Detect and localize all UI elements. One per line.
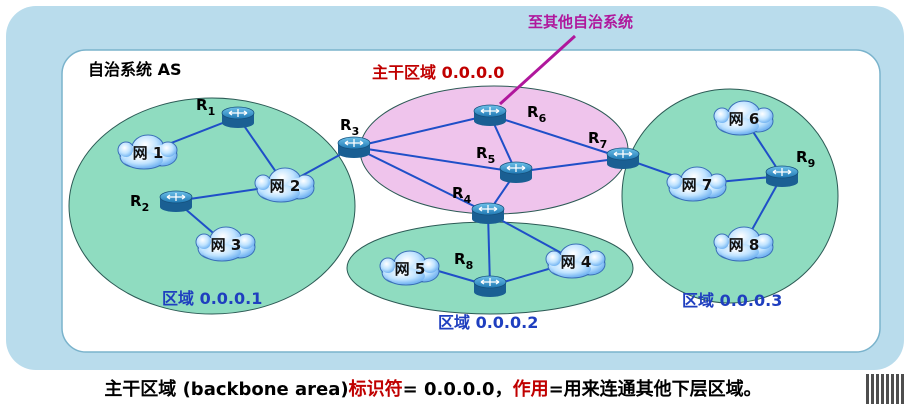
router-r4: R4 [452, 184, 505, 224]
router-label-r7: R7 [588, 129, 607, 151]
router-r5: R5 [476, 144, 533, 183]
router-arrows-icon [613, 150, 633, 158]
as-label: 自治系统 AS [88, 60, 181, 79]
router-r7: R7 [588, 129, 640, 169]
network-cloud-n1: 网 1 [117, 134, 178, 170]
network-label-n7: 网 7 [682, 176, 713, 194]
router-arrows-icon [772, 168, 792, 176]
caption-part3: = 0.0.0.0， [402, 379, 513, 400]
router-label-r1: R1 [196, 96, 215, 118]
network-label-n1: 网 1 [133, 144, 164, 162]
router-arrows-icon [506, 164, 526, 172]
router-arrows-icon [480, 107, 500, 115]
area-0-0-0-3 [621, 88, 839, 304]
network-cloud-n4: 网 4 [545, 243, 606, 279]
area3-label: 区域 0.0.0.3 [682, 291, 782, 310]
router-arrows-icon [478, 205, 498, 213]
router-r8: R8 [454, 250, 507, 297]
router-label-r6: R6 [527, 103, 547, 125]
router-r6: R6 [473, 103, 547, 126]
caption: 主干区域 (backbone area) 标识符 = 0.0.0.0， 作用 =… [0, 372, 866, 404]
router-arrows-icon [344, 139, 364, 147]
area2-label: 区域 0.0.0.2 [438, 313, 538, 332]
network-cloud-n2: 网 2 [254, 167, 315, 203]
backbone-area-label: 主干区域 0.0.0.0 [372, 63, 504, 82]
router-label-r9: R9 [796, 148, 815, 170]
router-arrows-icon [480, 278, 500, 286]
network-cloud-n7: 网 7 [666, 166, 727, 202]
router-r9: R9 [765, 148, 815, 187]
router-r3: R3 [337, 116, 371, 158]
network-label-n2: 网 2 [270, 177, 301, 195]
router-r2: R2 [130, 190, 193, 214]
area1-label: 区域 0.0.0.1 [162, 289, 262, 308]
router-arrows-icon [166, 193, 186, 201]
network-label-n8: 网 8 [729, 236, 760, 254]
router-label-r5: R5 [476, 144, 495, 166]
caption-identifier: 标识符 [348, 379, 403, 400]
router-label-r8: R8 [454, 250, 473, 272]
link-to-other-as [498, 34, 577, 106]
router-label-r2: R2 [130, 192, 149, 214]
network-cloud-n6: 网 6 [713, 100, 774, 136]
network-label-n6: 网 6 [729, 110, 760, 128]
caption-purpose: 作用 [512, 379, 549, 400]
router-r1: R1 [196, 96, 255, 128]
network-cloud-n8: 网 8 [713, 226, 774, 262]
caption-part5: =用来连通其他下层区域。 [548, 379, 762, 400]
network-label-n4: 网 4 [561, 253, 592, 271]
network-label-n5: 网 5 [395, 260, 426, 278]
network-label-n3: 网 3 [211, 236, 242, 254]
network-cloud-n5: 网 5 [379, 250, 440, 286]
router-label-r4: R4 [452, 184, 472, 206]
ospf-area-diagram: 自治系统 AS 主干区域 0.0.0.0 区域 0.0.0.1 区域 0.0.0… [6, 6, 904, 370]
other-as-label: 至其他自治系统 [528, 13, 633, 31]
router-arrows-icon [228, 109, 248, 117]
network-cloud-n3: 网 3 [195, 226, 256, 262]
area-0-0-0-1 [68, 97, 356, 315]
router-label-r3: R3 [340, 116, 359, 138]
caption-part1: 主干区域 (backbone area) [104, 379, 349, 400]
qr-code [866, 374, 906, 404]
